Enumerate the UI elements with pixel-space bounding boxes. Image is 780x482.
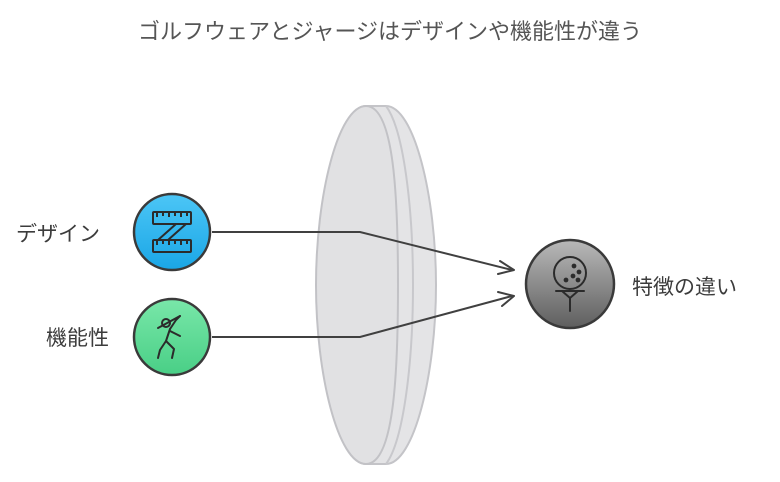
node-design: [132, 192, 212, 272]
connector-design: [212, 231, 515, 275]
node-function: [132, 297, 212, 377]
golf-ball-on-tee-icon: [553, 256, 587, 312]
lens-shape: [314, 104, 438, 466]
diagram-title: ゴルフウェアとジャージはデザインや機能性が違う: [137, 20, 643, 45]
connector-function: [212, 291, 515, 338]
label-design: デザイン: [16, 222, 100, 246]
node-output: [524, 238, 616, 330]
golfer-icon: [157, 315, 181, 359]
label-function: 機能性: [46, 326, 109, 350]
ruler-icon: [152, 211, 192, 253]
label-output: 特徴の違い: [632, 275, 737, 299]
